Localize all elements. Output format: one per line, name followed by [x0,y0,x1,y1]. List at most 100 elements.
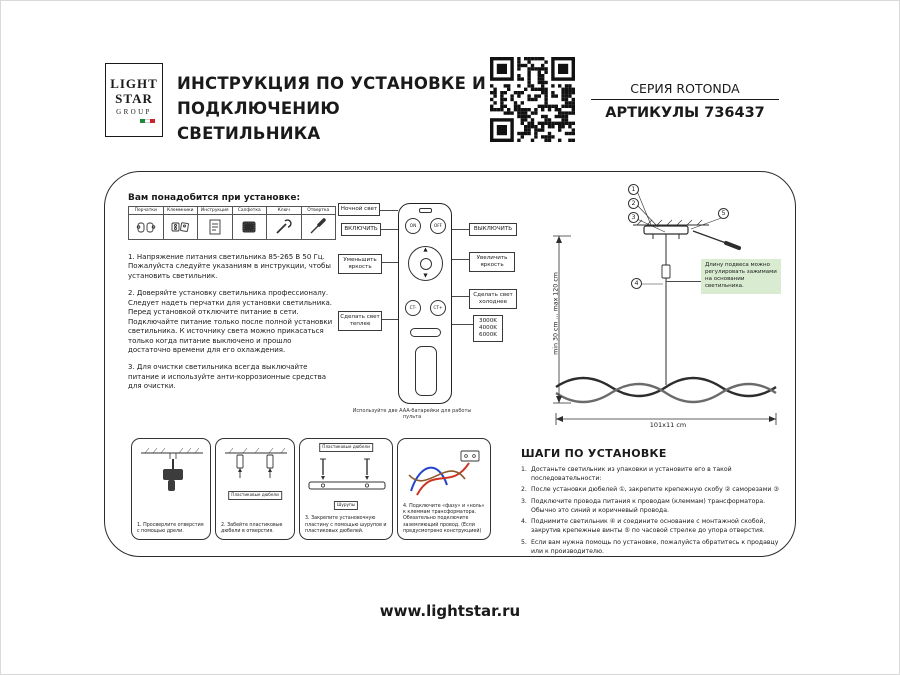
dial-center-button [420,258,432,270]
series-label: СЕРИЯ ROTONDA [630,81,740,96]
off-button: OFF [430,218,446,234]
callout-night-light: Ночной свет [338,203,380,216]
arrow-down-icon: ▼ [423,272,428,279]
leader-line [666,281,701,282]
callout-dim: Уменьшить яркость [338,254,382,274]
tool-label: Салфетка [232,207,266,215]
marker-1: 1 [628,184,639,195]
tool-label: Инструкция [198,207,232,215]
logo-line3: GROUP [116,108,152,117]
install-box-2-caption: 2. Забейте пластиковые дюбели в отверсти… [221,522,283,534]
tool-napkin: Салфетка [232,207,267,239]
step-text: Подключите провода питания к проводам (к… [531,497,766,514]
tool-label: Ключ [267,207,301,215]
mounting-plate-pictogram [308,458,386,490]
leader-line [452,324,473,325]
dowels-pictogram [225,447,287,478]
remote-control: ON OFF ▲ ▼ CT- CT+ [398,203,452,404]
width-dimension-label: 101x11 cm [649,421,687,429]
ct-minus-button: CT- [405,300,421,316]
title-line2: ПОДКЛЮЧЕНИЮ СВЕТИЛЬНИКА [177,98,340,143]
manual-icon [198,215,232,239]
lightstar-logo: LIGHT STAR GROUP [105,63,163,137]
install-steps-list: 1. Достаньте светильник из упаковки и ус… [521,466,783,559]
install-box-2: Пластиковые дюбели 2. Забейте пластиковы… [215,438,295,540]
install-box-4: 4. Подключите «фазу» и «ноль» к клеммам … [397,438,491,540]
screwdriver-icon [302,215,336,239]
step-text: Достаньте светильник из упаковки и устан… [531,466,732,482]
leader-line [380,210,398,211]
tool-connectors: Клеммники [163,207,198,239]
install-box-4-caption: 4. Подключите «фазу» и «ноль» к клеммам … [403,503,485,534]
install-step: 4. Поднимите светильник ④ и соедините ос… [521,518,783,536]
dowels-label: Пластиковые дюбели [228,491,282,500]
ct-plus-button: CT+ [430,300,446,316]
step-number: 1. [521,466,527,473]
qr-code [490,57,575,142]
wiring-pictogram [408,450,480,496]
step-text: Если вам нужна помощь по установке, пожа… [531,538,779,555]
install-step: 1. Достаньте светильник из упаковки и ус… [521,466,783,484]
leader-line [382,262,398,263]
install-box-3: Пластиковые дюбели Шурупы 3. Закрепите у… [299,438,393,540]
brightness-dial: ▲ ▼ [408,246,443,281]
leader-line [452,296,469,297]
step-number: 2. [521,486,527,494]
logo-line1: LIGHT [110,75,158,91]
italian-flag-icon [140,119,155,124]
marker-5: 5 [718,208,729,219]
title-line1: ИНСТРУКЦИЯ ПО УСТАНОВКЕ И [177,74,487,93]
install-box-3-caption: 3. Закрепите установочную пластину с пом… [305,516,387,534]
marker-2: 2 [628,198,639,209]
ir-window [419,208,432,213]
tools-table: Перчатки Клеммники Инструкция Салфетка К… [128,206,336,240]
tool-label: Перчатки [129,207,163,215]
on-button: ON [405,218,421,234]
install-steps-heading: ШАГИ ПО УСТАНОВКЕ [521,447,667,460]
adjustment-callout: Длину подвеса можно регулировать зажимам… [701,259,781,294]
plate-dowels-label: Пластиковые дюбели [319,443,373,452]
marker-3: 3 [628,212,639,223]
main-panel-border [104,171,796,557]
tool-label: Клеммники [163,207,197,215]
install-step: 3. Подключите провода питания к проводам… [521,498,783,516]
step-number: 3. [521,497,527,505]
install-step: 5. Если вам нужна помощь по установке, п… [521,539,783,557]
marker-4: 4 [631,278,642,289]
tool-wrench: Ключ [267,207,302,239]
scene-button [410,328,441,337]
drill-pictogram [141,447,203,491]
callout-on: ВКЛЮЧИТЬ [341,223,381,236]
step-text: После установки дюбелей ①, закрепите кре… [531,486,779,494]
tool-screwdriver: Отвертка [301,207,336,239]
tool-manual: Инструкция [198,207,233,239]
callout-brighten: Увеличить яркость [469,252,515,272]
battery-note: Используйте две AAA-батарейки для работы… [352,408,472,420]
article-number: АРТИКУЛЫ 736437 [605,105,765,121]
temp-3000k: 3000K [479,318,497,324]
page-title: ИНСТРУКЦИЯ ПО УСТАНОВКЕ И ПОДКЛЮЧЕНИЮ СВ… [177,72,487,146]
step-number: 5. [521,538,527,546]
callout-off: ВЫКЛЮЧИТЬ [469,223,517,236]
logo-line2: STAR [115,90,153,106]
website-url: www.lightstar.ru [379,602,521,620]
leader-line [382,319,398,320]
napkin-icon [233,215,267,239]
leader-line [452,259,469,260]
wrench-icon [267,215,301,239]
gloves-icon [129,215,163,239]
step-text: Поднимите светильник ④ и соедините основ… [531,518,766,535]
connector-icon [164,215,198,239]
pendant-lamp-diagram [553,190,777,425]
callout-color-temps: 3000K 4000K 6000K [473,315,503,342]
series-divider [591,99,779,101]
leader-line [381,229,398,230]
install-step: 2. После установки дюбелей ①, закрепите … [521,486,783,495]
tool-label: Отвертка [301,207,335,215]
arrow-up-icon: ▲ [423,247,428,253]
note-1: 1. Напряжение питания светильника 85-265… [128,253,331,280]
note-3: 3. Для очистки светильника всегда выключ… [128,363,327,391]
temp-4000k: 4000K [479,324,497,331]
step-number: 4. [521,518,527,526]
